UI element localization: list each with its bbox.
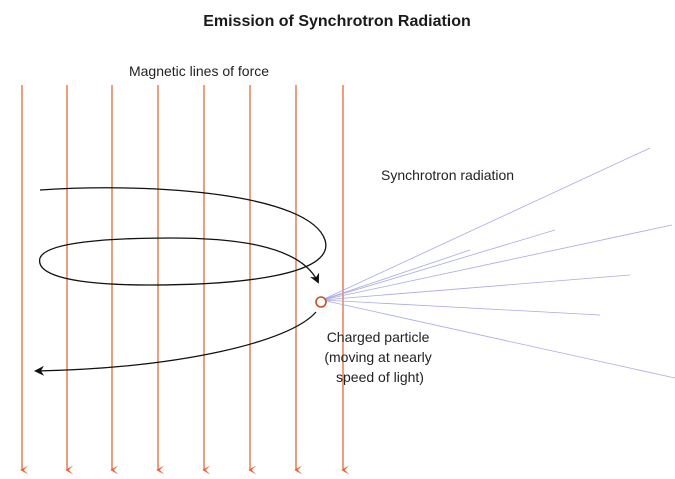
particle-orbit: [34, 187, 327, 376]
orbit-path-lower: [34, 311, 317, 376]
particle-label: Charged particle (moving at nearly speed…: [324, 329, 435, 385]
radiation-ray: [321, 299, 675, 379]
particle-label-line2: (moving at nearly: [324, 349, 431, 365]
radiation-rays: [321, 147, 675, 379]
diagram-title: Emission of Synchrotron Radiation: [203, 13, 471, 30]
radiation-ray: [321, 229, 556, 301]
field-lines-label: Magnetic lines of force: [129, 63, 269, 79]
charged-particle: [315, 296, 327, 308]
field-label-backing: [100, 60, 298, 82]
radiation-ray: [321, 274, 631, 301]
radiation-ray: [321, 224, 673, 301]
particle-label-line1: Charged particle: [327, 329, 430, 345]
radiation-ray: [321, 299, 601, 316]
radiation-label: Synchrotron radiation: [381, 167, 514, 183]
particle-label-line3: speed of light): [336, 369, 424, 385]
radiation-ray: [321, 249, 471, 301]
magnetic-field-lines: [20, 85, 350, 475]
orbit-path-upper: [38, 187, 327, 286]
radiation-ray: [321, 147, 651, 301]
